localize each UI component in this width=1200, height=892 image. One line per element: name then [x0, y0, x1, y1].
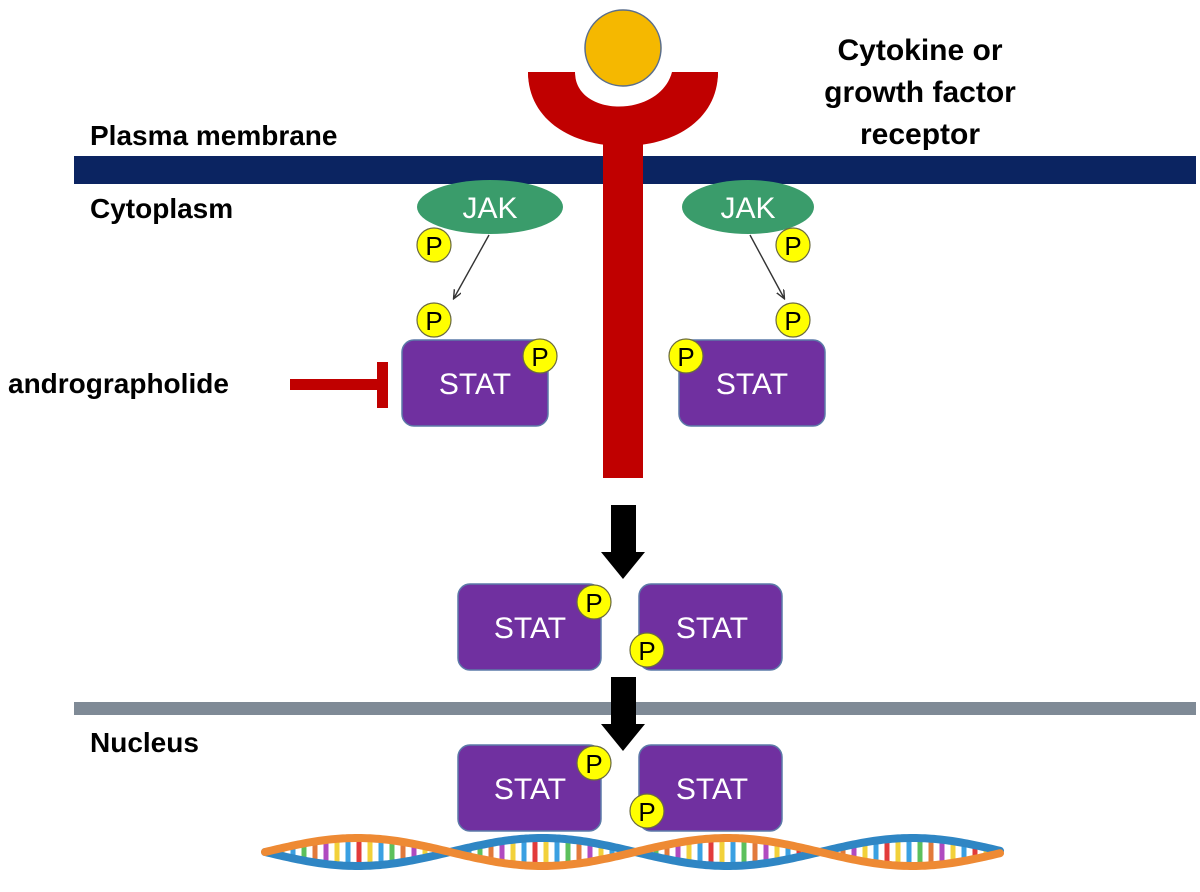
phosphate-label: P	[585, 588, 602, 618]
cytoplasm-label: Cytoplasm	[90, 193, 234, 224]
stat-dimer-cyto-right	[638, 583, 783, 671]
phosphate-label: P	[585, 749, 602, 779]
phosphate-label: P	[425, 306, 442, 336]
phosphate-label: P	[784, 306, 801, 336]
receptor-label-line-1: Cytokine or	[837, 34, 1003, 67]
phosphate-dimer-cyto-1	[576, 584, 612, 620]
phosphate-jak-right	[775, 227, 811, 263]
nucleus-label: Nucleus	[90, 727, 199, 758]
phosphate-stat-right	[668, 338, 704, 374]
receptor-stalk	[603, 118, 643, 478]
jak-left	[417, 180, 563, 234]
ligand	[584, 9, 662, 87]
stat-dimer-nuc-left	[457, 744, 602, 832]
stat-left	[401, 339, 549, 427]
inhibitor-label: andrographolide	[8, 368, 229, 399]
receptor	[528, 72, 718, 478]
phosphate-dimer-cyto-2	[629, 632, 665, 668]
stat-dimer-nuc-right	[638, 744, 783, 832]
receptor-label-line-3: receptor	[859, 118, 981, 151]
dna-helix	[261, 834, 1004, 870]
phosphate-label: P	[677, 342, 694, 372]
phosphate-label: P	[425, 231, 442, 261]
stat-right-label: STAT	[716, 368, 788, 401]
jak-left-label: JAK	[462, 192, 517, 225]
dna-strand-orange	[261, 834, 1004, 870]
stat-dimer-nuc-right-label: STAT	[676, 773, 748, 806]
receptor-label: Cytokine or growth factor receptor	[790, 30, 1050, 156]
receptor-cup-outer	[528, 72, 718, 146]
plasma-membrane-label: Plasma membrane	[90, 120, 338, 151]
phosphate-label: P	[638, 797, 655, 827]
phosphate-dimer-nuc-2	[629, 793, 665, 829]
stat-right	[678, 339, 826, 427]
phosphate-label: P	[638, 636, 655, 666]
phosphate-label: P	[531, 342, 548, 372]
stat-left-label: STAT	[439, 368, 511, 401]
phosphate-stat-right-top	[775, 302, 811, 338]
phosphate-stat-left-top	[416, 302, 452, 338]
phosphate-dimer-nuc-1	[576, 745, 612, 781]
stat-dimer-cyto-left	[457, 583, 602, 671]
translocation-arrow-2	[601, 677, 645, 751]
phosphate-label: P	[784, 231, 801, 261]
jak-right	[682, 180, 814, 234]
phosphorylation-arrow-left	[454, 234, 490, 298]
stat-dimer-cyto-right-label: STAT	[676, 612, 748, 645]
phosphate-stat-left	[522, 338, 558, 374]
phosphorylation-arrow-right	[749, 234, 784, 298]
receptor-label-line-2: growth factor	[824, 76, 1016, 109]
inhibition-symbol	[290, 362, 388, 408]
stat-dimer-cyto-left-label: STAT	[494, 612, 566, 645]
jak-right-label: JAK	[720, 192, 775, 225]
translocation-arrow-1	[601, 505, 645, 579]
stat-dimer-nuc-left-label: STAT	[494, 773, 566, 806]
phosphate-jak-left	[416, 227, 452, 263]
